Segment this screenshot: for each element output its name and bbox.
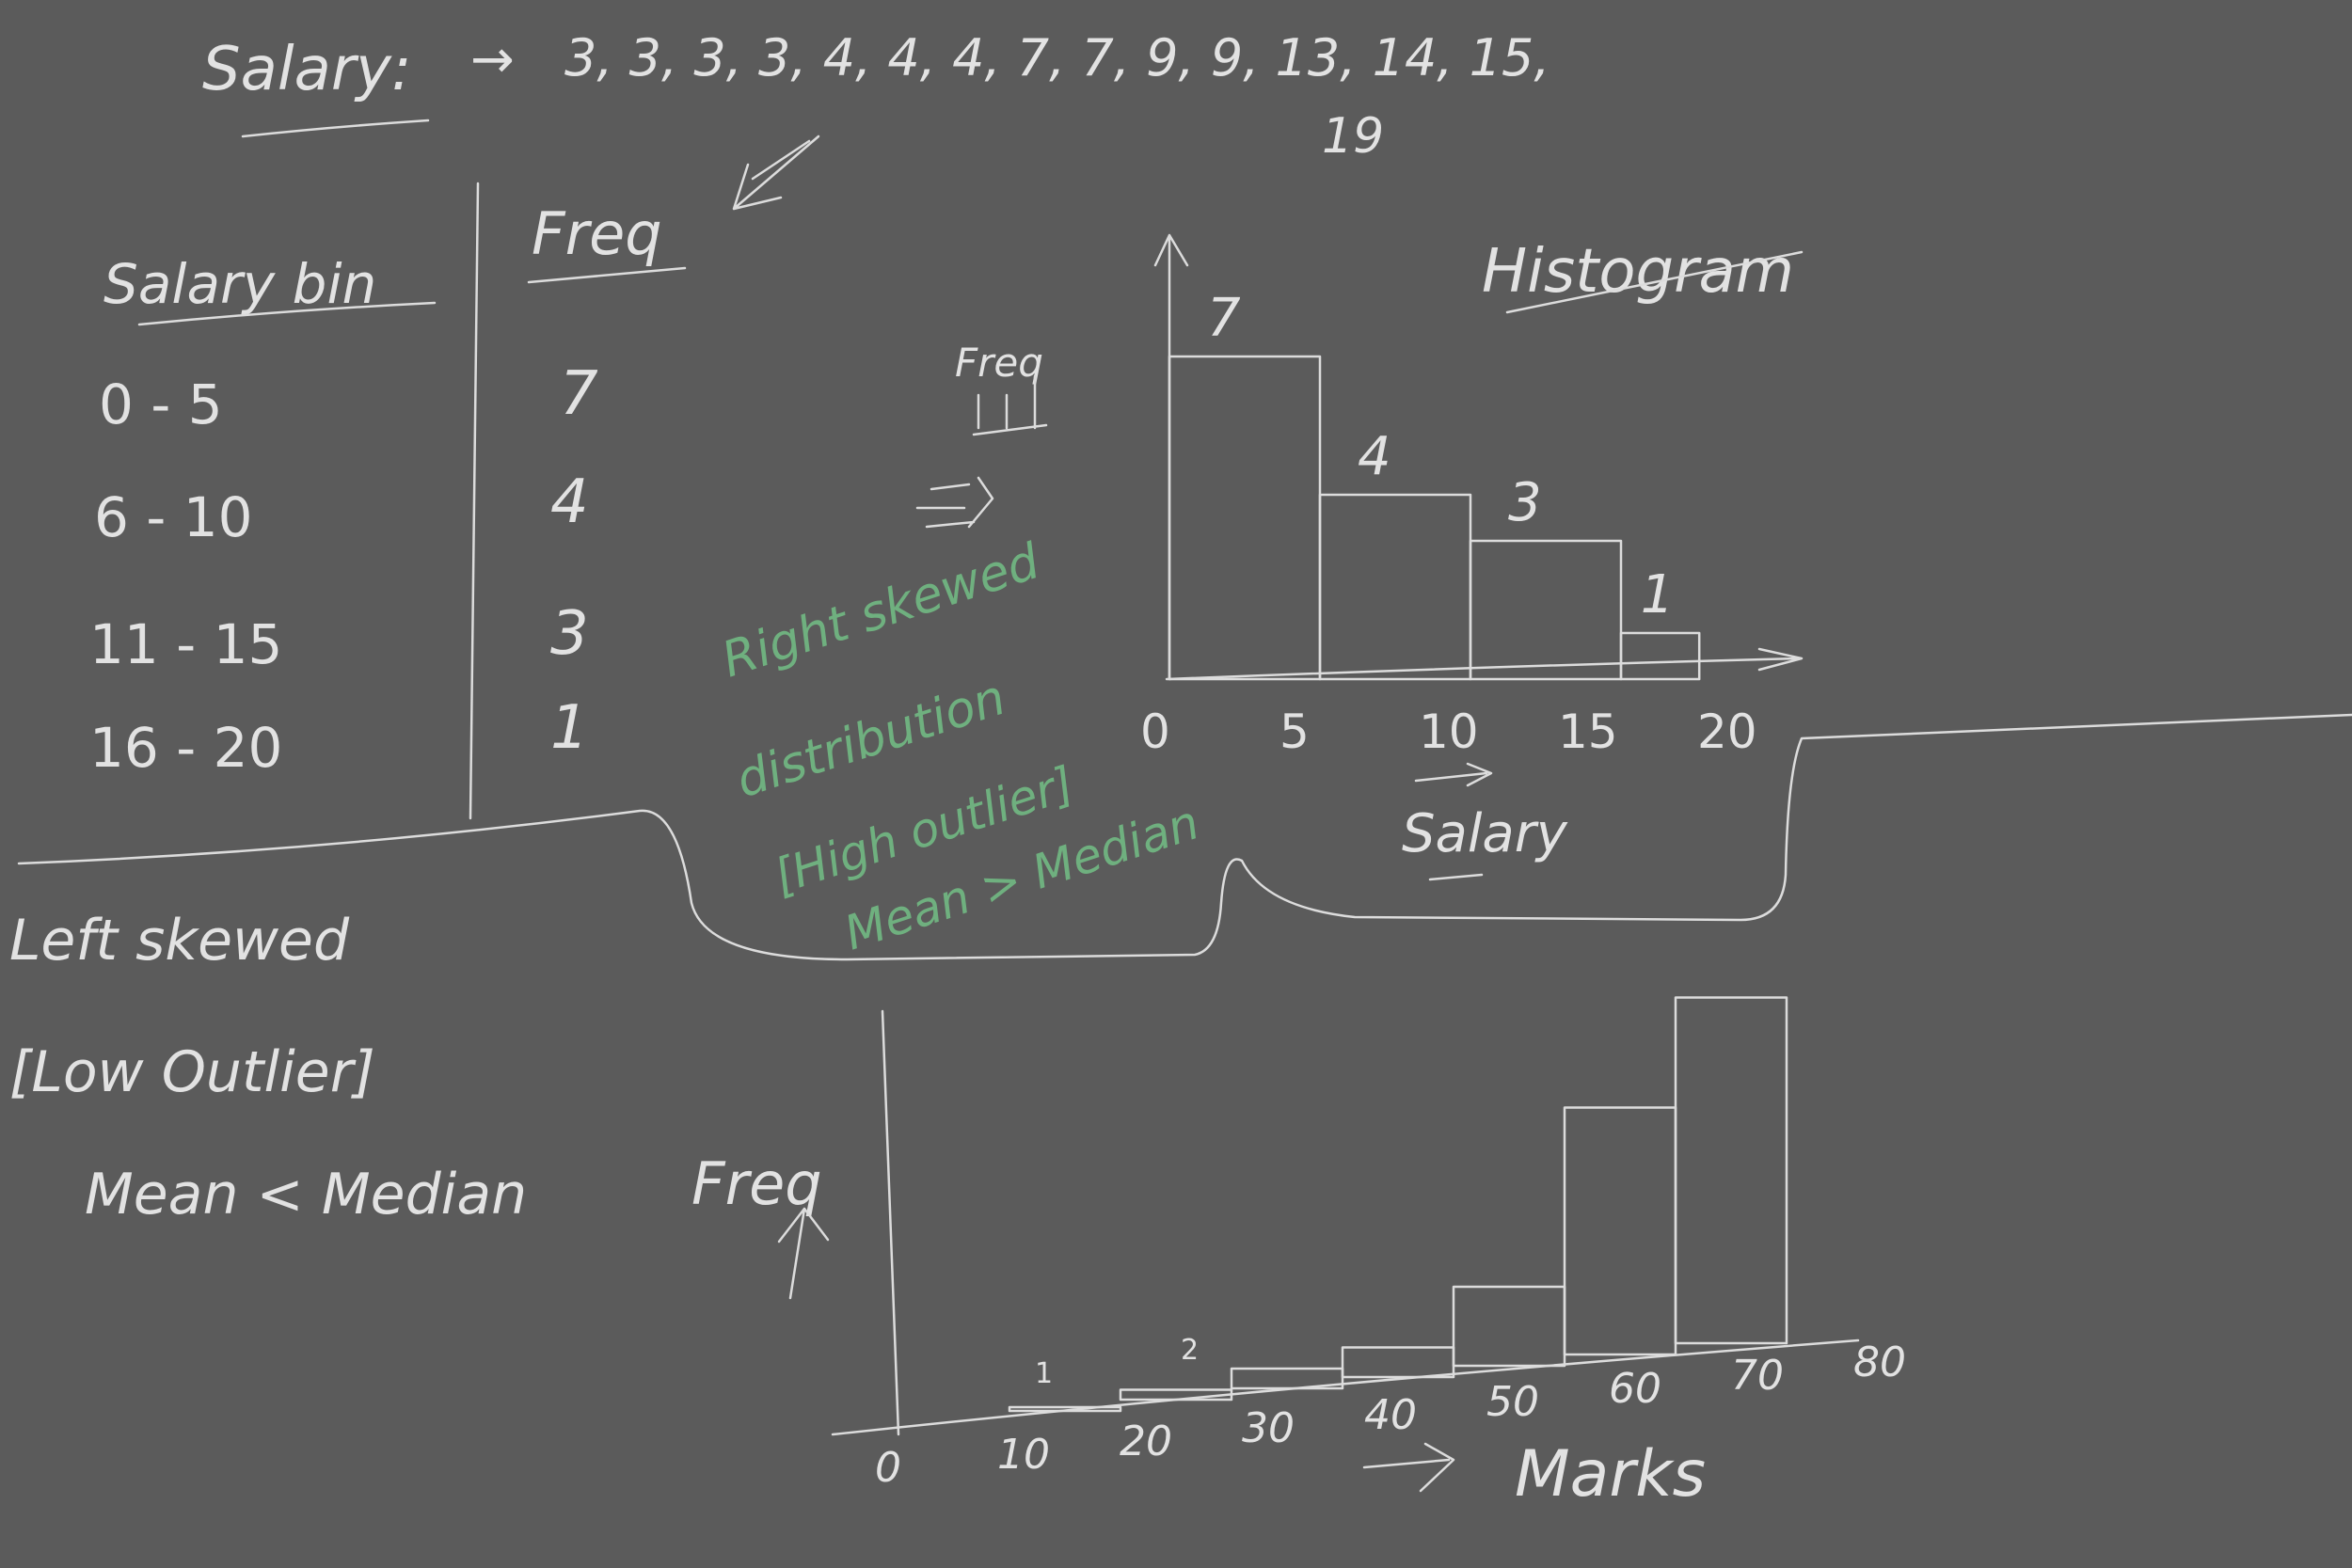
table-header-bin: Salary bin — [103, 252, 376, 316]
y-label-arrow-icon — [777, 1207, 830, 1300]
marks-x-tick: 10 — [997, 1431, 1050, 1479]
histogram-chart: 7 4 3 1 0 5 10 15 20 Histogram Salary — [1140, 233, 1804, 881]
table-divider — [469, 182, 480, 820]
marks-bar — [1230, 1367, 1344, 1390]
histogram-x-tick: 5 — [1279, 705, 1310, 759]
salary-values: 3, 3, 3, 3, 4, 4, 4, 7, 7, 9, 9, 13, 14,… — [564, 28, 1550, 87]
marks-x-tick: 50 — [1486, 1378, 1539, 1426]
marks-y-axis — [881, 1009, 900, 1436]
histogram-value-label: 7 — [1207, 288, 1241, 349]
right-skew-note: Right skewed — [715, 533, 1047, 689]
table-header-freq: Freq — [532, 199, 662, 268]
marks-y-label: Freq — [691, 1149, 822, 1218]
marks-x-tick: 20 — [1120, 1418, 1172, 1465]
mini-bars-sketch — [972, 374, 1048, 436]
small-freq-label: Freq — [955, 340, 1043, 386]
histogram-x-label: Salary — [1402, 803, 1568, 864]
marks-x-tick: 0 — [875, 1444, 901, 1492]
marks-bar — [1674, 996, 1788, 1345]
left-skew-note: Left skewed — [9, 908, 350, 974]
histogram-bar — [1619, 631, 1701, 681]
salary-underline — [241, 119, 430, 138]
marks-value-label: 1 — [1035, 1357, 1053, 1390]
histogram-bar — [1469, 539, 1623, 681]
histogram-bar — [1318, 493, 1472, 681]
table-row-bin: 16 - 20 — [89, 716, 282, 780]
marks-bar — [1341, 1346, 1455, 1379]
left-skew-note: [Low Outlier] — [9, 1039, 375, 1105]
histogram-x-tick: 0 — [1140, 705, 1170, 759]
table-row-freq: 1 — [550, 693, 589, 763]
histogram-value-label: 3 — [1508, 472, 1542, 533]
marks-value-label: 2 — [1181, 1334, 1199, 1367]
marks-x-tick: 80 — [1853, 1338, 1906, 1386]
marks-bar — [1452, 1285, 1566, 1368]
histogram-x-tick: 15 — [1558, 705, 1618, 759]
table-row-freq: 3 — [550, 599, 589, 669]
marks-x-tick: 60 — [1609, 1365, 1661, 1413]
marks-arrow-icon — [1362, 1442, 1455, 1493]
salary-extra-value: 19 — [1322, 108, 1384, 165]
x-label-arrow-icon — [1414, 762, 1493, 881]
implies-arrow-icon — [915, 476, 994, 529]
left-skew-note: Mean < Median — [85, 1162, 527, 1227]
histogram-x-tick: 10 — [1419, 705, 1479, 759]
table-row-freq: 4 — [550, 467, 589, 537]
marks-histogram-chart: 1 2 0 10 20 30 40 50 60 70 80 Freq Marks — [691, 996, 1906, 1512]
marks-bar — [1563, 1106, 1677, 1356]
histogram-y-axis — [1153, 233, 1189, 681]
table-row-freq: 7 — [560, 359, 598, 429]
marks-x-tick: 40 — [1364, 1391, 1417, 1439]
marks-bar — [1008, 1405, 1122, 1413]
histogram-x-tick: 20 — [1697, 705, 1757, 759]
freq-header-underline — [527, 266, 687, 284]
marks-x-tick: 70 — [1731, 1352, 1784, 1400]
histogram-x-axis — [1165, 647, 1804, 681]
marks-bar — [1119, 1388, 1233, 1402]
salary-label: Salary: — [202, 35, 412, 104]
divider-curve — [17, 713, 2352, 961]
histogram-value-label: 1 — [1641, 564, 1675, 626]
histogram-title: Histogram — [1482, 237, 1794, 307]
histogram-title-underline — [1505, 250, 1804, 314]
marks-x-axis — [831, 1338, 1860, 1436]
marks-x-label: Marks — [1515, 1437, 1706, 1512]
table-row-bin: 0 - 5 — [99, 372, 223, 436]
salary-arrow: → — [470, 29, 515, 90]
table-row-bin: 11 - 15 — [89, 612, 282, 676]
down-arrow-icon — [732, 135, 820, 211]
table-header-underline — [137, 301, 437, 326]
marks-x-tick: 30 — [1242, 1404, 1295, 1452]
histogram-value-label: 4 — [1358, 426, 1391, 487]
table-row-bin: 6 - 10 — [94, 485, 253, 549]
histogram-bar — [1168, 355, 1322, 681]
